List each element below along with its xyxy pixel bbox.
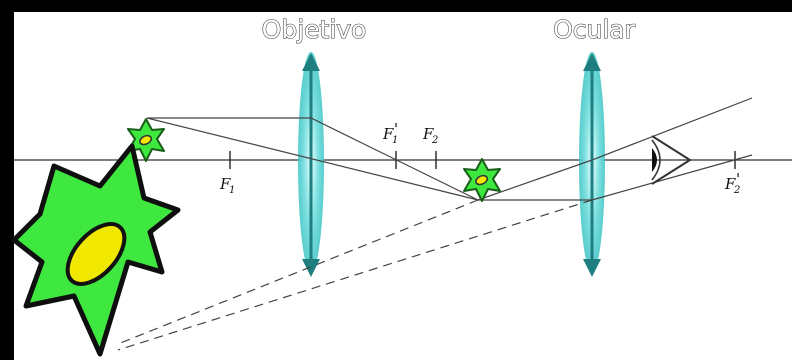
svg-text:F: F	[724, 175, 736, 193]
ray-parallel-objective	[147, 117, 479, 201]
focal-label-f1-prime: F 1 '	[382, 120, 398, 146]
eyepiece-lens	[579, 52, 605, 277]
specimen-object-icon	[127, 118, 165, 162]
eyepiece-label: Ocular	[553, 15, 636, 44]
virtual-ray-upper	[117, 199, 479, 345]
virtual-image-icon	[11, 143, 181, 357]
svg-text:F: F	[219, 175, 231, 193]
focal-label-f2-prime: F 2 '	[724, 170, 740, 196]
ray-chief-eyepiece	[477, 97, 753, 201]
svg-text:1: 1	[229, 185, 235, 196]
focal-label-f1: F 1	[219, 175, 235, 196]
virtual-ray-lower	[117, 199, 593, 351]
svg-text:1: 1	[392, 135, 398, 146]
svg-text:': '	[736, 170, 740, 188]
svg-text:2: 2	[733, 185, 740, 196]
focal-label-f2: F 2	[422, 125, 438, 146]
intermediate-image-icon	[463, 158, 501, 202]
objective-lens	[298, 52, 324, 277]
svg-text:2: 2	[431, 135, 438, 146]
svg-text:F: F	[382, 125, 394, 143]
objective-label: Objetivo	[262, 15, 367, 44]
eye-icon	[651, 135, 692, 185]
svg-text:F: F	[422, 125, 434, 143]
svg-text:': '	[394, 120, 398, 138]
ray-chief-objective	[146, 117, 479, 201]
